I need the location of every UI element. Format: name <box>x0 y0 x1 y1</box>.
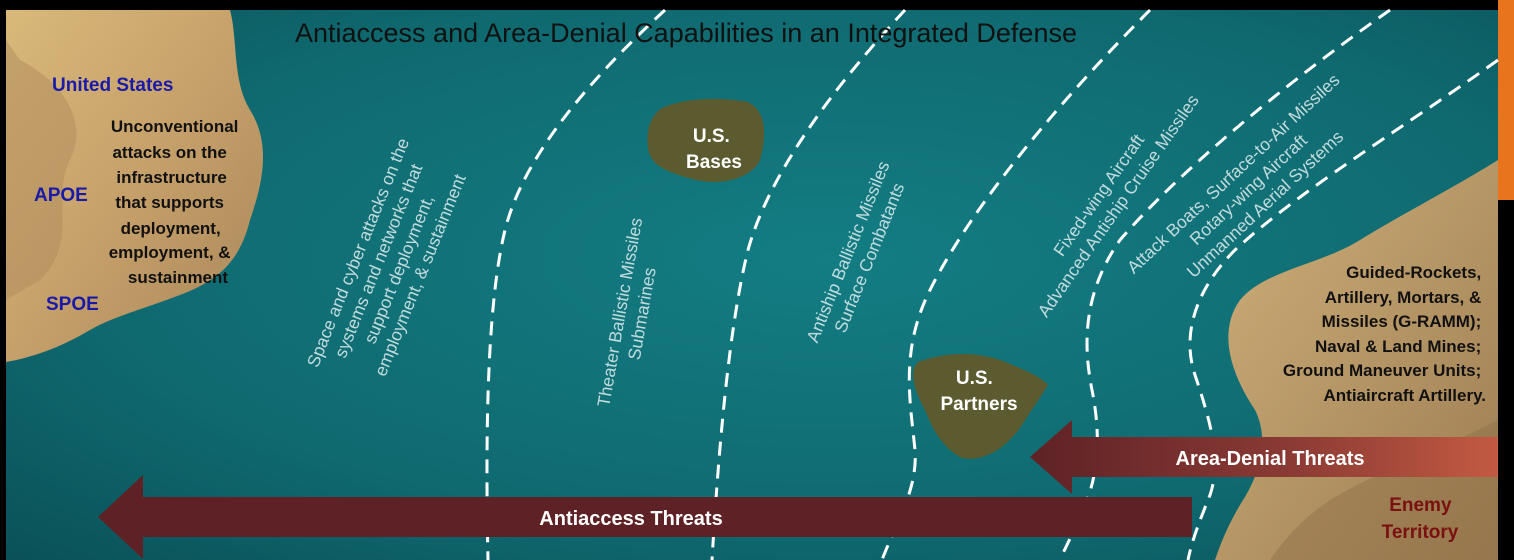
attacks-line: that supports <box>115 193 224 212</box>
diagram-title: Antiaccess and Area-Denial Capabilities … <box>295 18 1077 48</box>
us-bases-line: Bases <box>686 152 742 173</box>
home-landmass <box>6 10 264 362</box>
antiaccess-arrow <box>98 475 1192 559</box>
capability-line: Missiles (G-RAMM); <box>1322 312 1482 331</box>
attacks-line: employment, & <box>109 243 231 262</box>
capability-line: Naval & Land Mines; <box>1315 337 1481 356</box>
us-partners-line: U.S. <box>956 368 993 389</box>
us-partners-label: U.S. Partners <box>940 368 1017 415</box>
enemy-territory-line: Territory <box>1382 522 1459 543</box>
capability-line: Ground Maneuver Units; <box>1283 361 1481 380</box>
home-name: United States <box>52 75 173 96</box>
capability-line: Antiaircraft Artillery. <box>1324 386 1487 405</box>
apoe-label: APOE <box>34 185 88 206</box>
right-edge-strip <box>1498 0 1514 200</box>
boundary-1 <box>485 8 667 560</box>
attacks-line: deployment, <box>121 219 221 238</box>
us-bases-line: U.S. <box>693 126 730 147</box>
enemy-territory-line: Enemy <box>1389 495 1452 516</box>
spoe-label: SPOE <box>46 294 99 315</box>
attacks-line: attacks on the <box>112 143 226 162</box>
antiaccess-label: Antiaccess Threats <box>539 508 722 530</box>
boundary-5 <box>1186 58 1499 560</box>
boundary-2 <box>710 8 907 560</box>
enemy-territory-label: Enemy Territory <box>1382 495 1459 543</box>
boundary-3 <box>880 8 1152 560</box>
us-partners-line: Partners <box>940 394 1017 415</box>
attacks-line: infrastructure <box>116 168 227 187</box>
attacks-line: Unconventional <box>111 117 239 136</box>
capability-line: Artillery, Mortars, & <box>1325 288 1482 307</box>
capability-line: Guided-Rockets, <box>1346 263 1481 282</box>
attacks-line: sustainment <box>128 268 228 287</box>
area-denial-label: Area-Denial Threats <box>1176 448 1365 470</box>
enemy-capabilities-text: Guided-Rockets, Artillery, Mortars, & Mi… <box>1283 263 1486 405</box>
us-bases-island <box>647 98 765 182</box>
home-landmass-ridge <box>6 40 77 300</box>
unconventional-attacks-text: Unconventional attacks on the infrastruc… <box>109 117 243 287</box>
area-denial-arrow <box>1030 420 1498 494</box>
us-partners-island <box>913 353 1048 459</box>
us-bases-label: U.S. Bases <box>686 126 742 173</box>
